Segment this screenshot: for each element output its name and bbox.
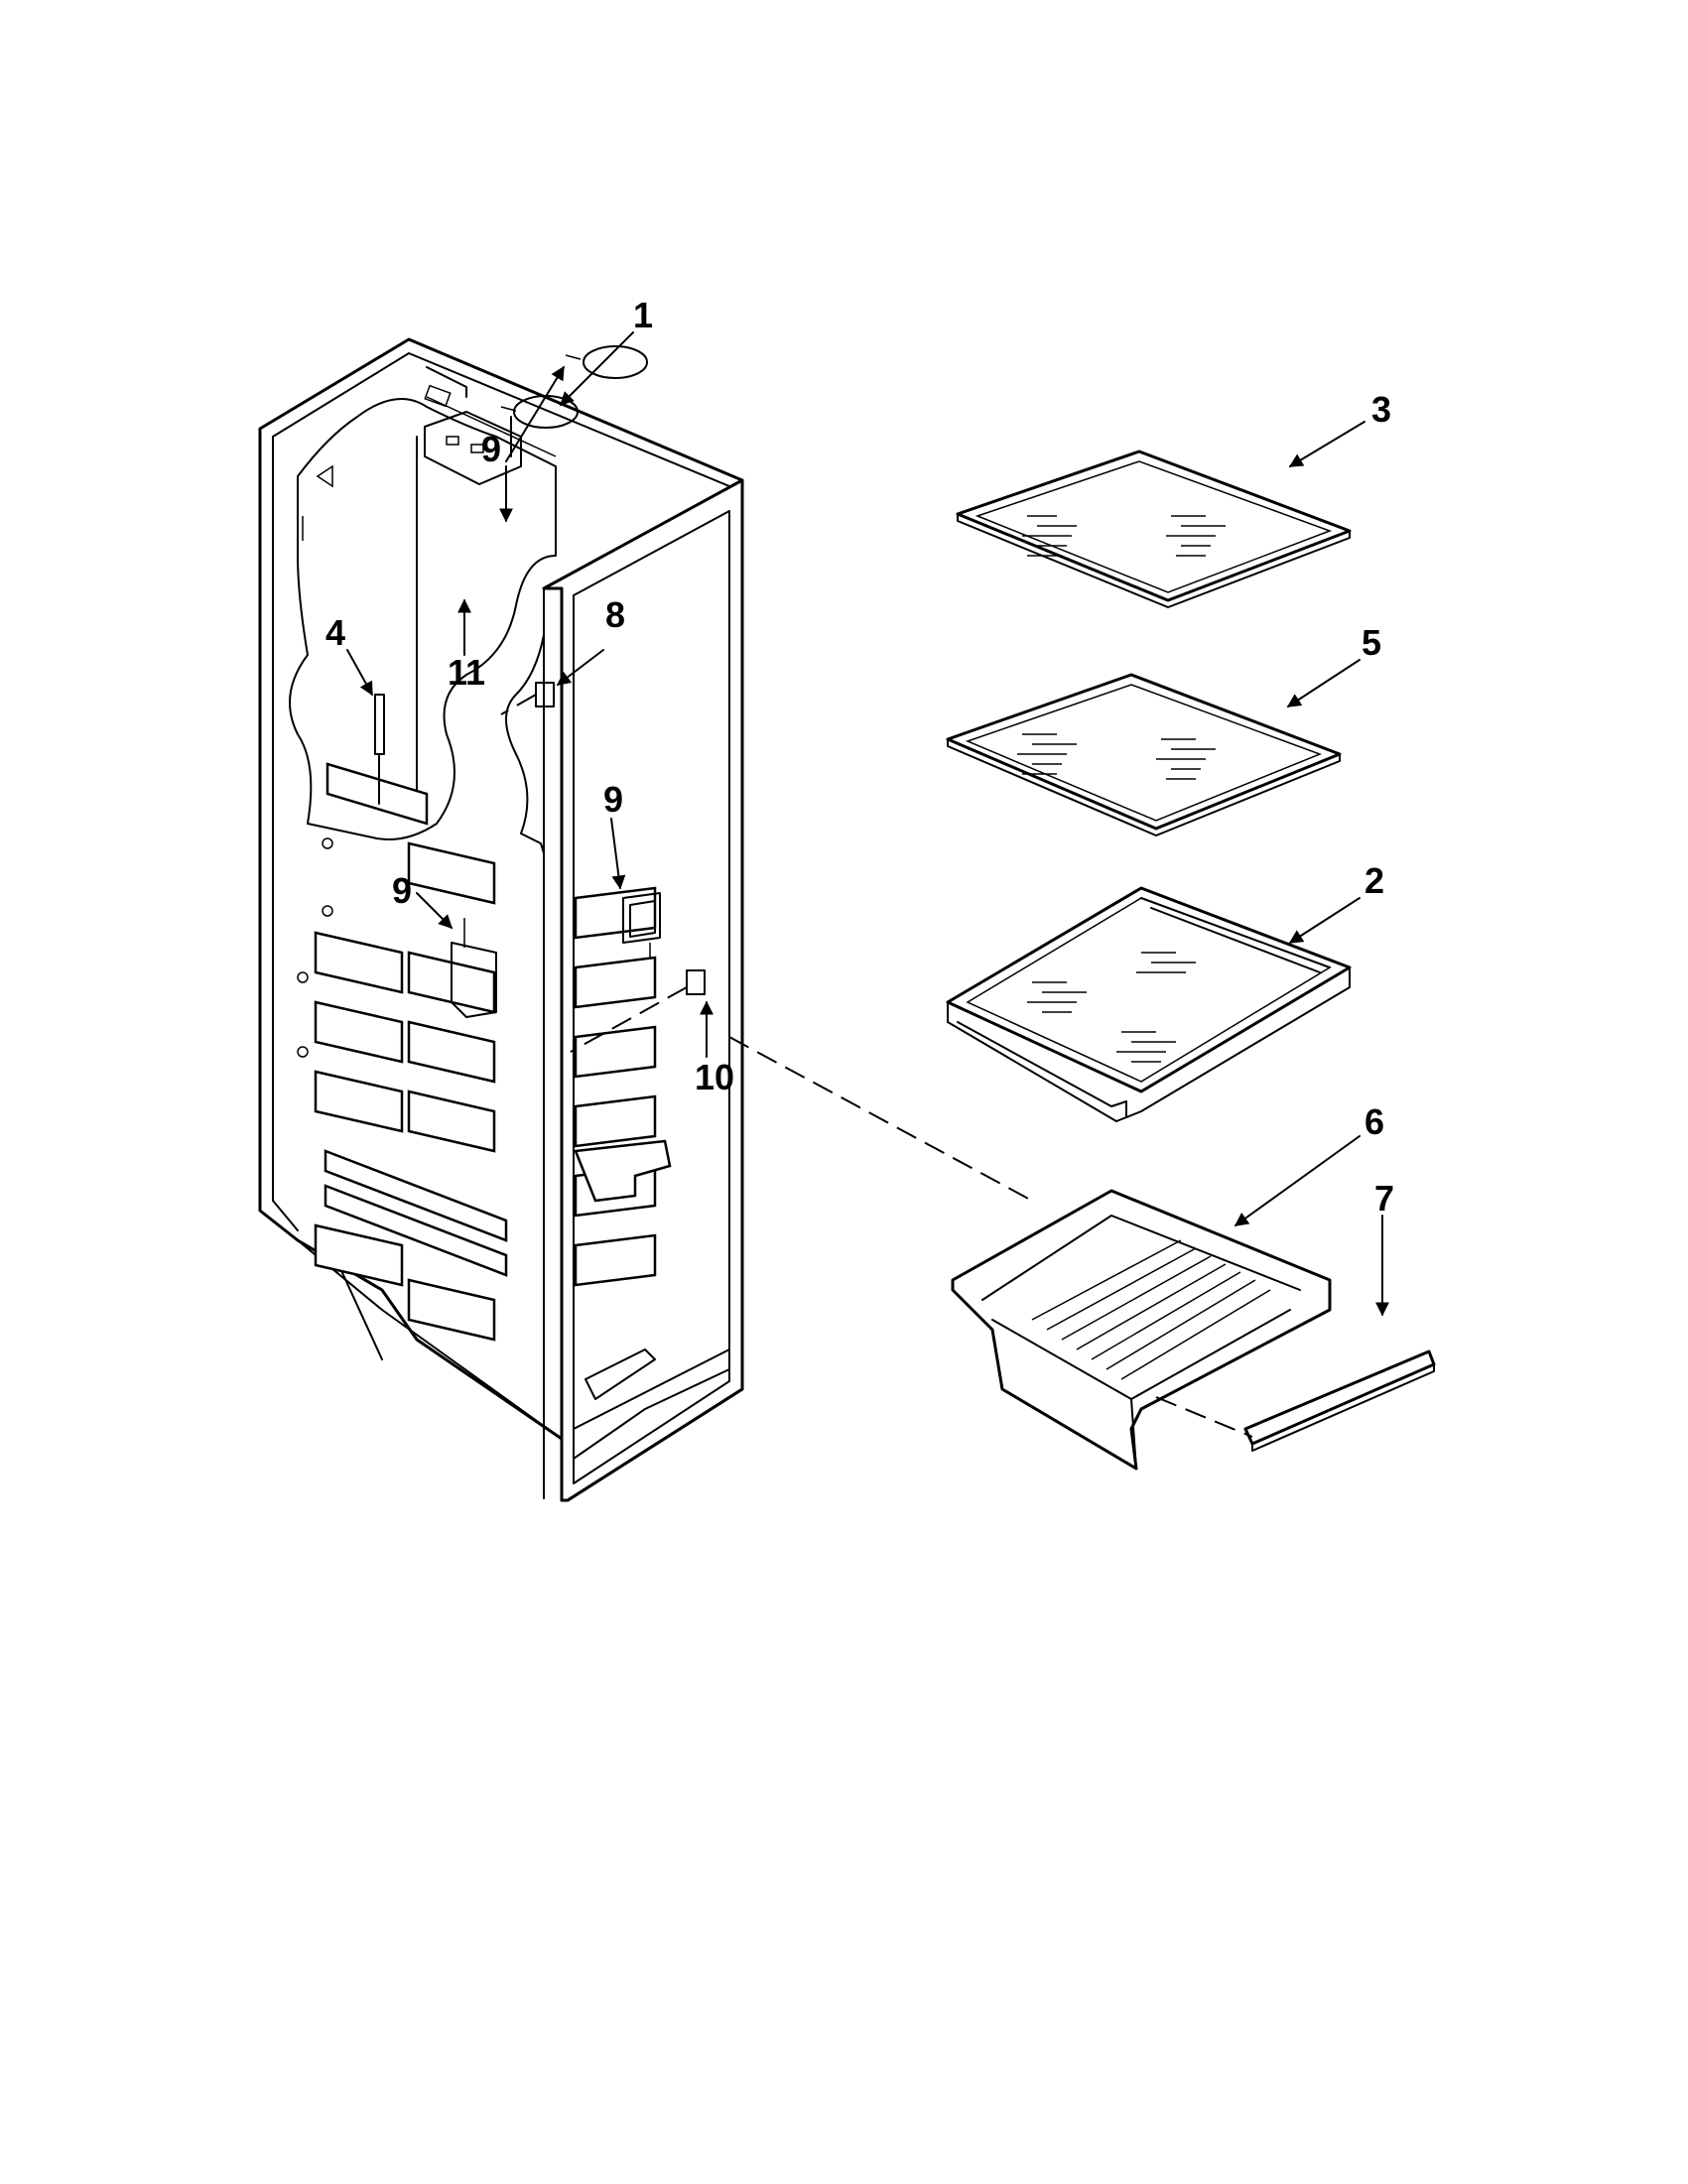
callout-5: 5	[1362, 622, 1381, 663]
assembly-line-8	[500, 694, 537, 715]
callout-3: 3	[1371, 389, 1391, 430]
callout-8: 8	[605, 594, 625, 635]
assembly-line-6	[728, 1036, 1033, 1202]
left-vents	[314, 762, 508, 1342]
callout-10: 10	[695, 1057, 734, 1097]
callout-6: 6	[1364, 1101, 1384, 1142]
crisper-drawer	[951, 1189, 1332, 1471]
assembly-line-10	[570, 986, 688, 1053]
front-vents	[574, 886, 672, 1287]
shelf-2	[946, 886, 1352, 1122]
shelf-3	[956, 450, 1352, 608]
light-housing	[424, 411, 522, 485]
assembly-line-7	[1155, 1396, 1253, 1438]
callout-4: 4	[325, 612, 345, 653]
leader-arrows	[346, 331, 1389, 1317]
cabinet-liner	[258, 337, 744, 1502]
callout-9-top: 9	[481, 429, 501, 469]
left-sensor	[451, 918, 497, 1018]
connector-10	[686, 969, 706, 995]
right-heater	[622, 892, 661, 958]
crisper-trim	[1243, 1349, 1436, 1452]
callout-2: 2	[1364, 860, 1384, 901]
shelf-5	[946, 673, 1342, 836]
thermistor	[374, 694, 385, 805]
callouts: 1 3 5 2 6 7 4 8 9 9 9 10 11	[325, 295, 1394, 1219]
callout-9-left: 9	[392, 870, 412, 911]
callout-7: 7	[1374, 1178, 1394, 1219]
callout-1: 1	[633, 295, 653, 335]
callout-9-right: 9	[603, 779, 623, 820]
callout-11: 11	[448, 652, 485, 693]
